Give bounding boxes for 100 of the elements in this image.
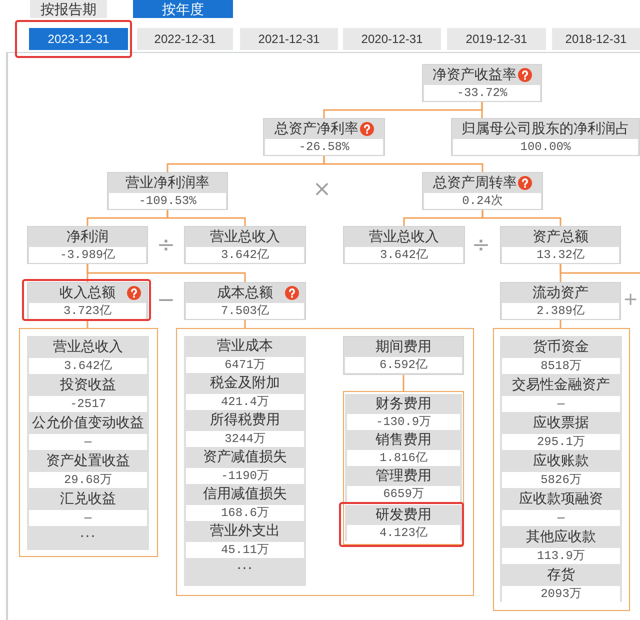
metric-value: 2.389亿 [502,303,619,319]
metric-label: 营业总收入 [369,228,439,247]
breakdown-panel [176,328,474,596]
metric-box [263,118,385,156]
metric-box [184,226,306,264]
metric-value: -33.72% [424,85,540,101]
metric-box [184,282,306,320]
metric-box [500,282,621,320]
item-label: 应收账款 [532,452,590,471]
item-value: -1190万 [186,468,304,484]
metric-label: 净资产收益率 [432,66,516,85]
operator-sign: − [156,289,176,313]
item-label: 资产处置收益 [45,452,131,471]
line-item [27,488,149,526]
item-label: 税金及附加 [209,374,281,393]
line-item [345,466,462,502]
connector-line [481,102,483,118]
tab: 按报告期 [30,0,107,18]
connector-line [86,264,246,282]
metric-value: -3.989亿 [29,247,146,263]
item-label: 研发费用 [374,506,432,525]
metric-value: 3.723亿 [29,303,146,319]
metric-label: 资产总额 [532,228,588,247]
line-item [27,336,149,374]
tab: 2021-12-31 [240,28,338,50]
connector-line [560,320,562,328]
line-item [184,373,306,410]
item-value: 3244万 [186,431,304,447]
metric-label: 流动资产 [532,284,588,303]
line-item [27,412,149,450]
line-item [500,564,622,602]
metric-value: 3.642亿 [186,247,304,263]
item-value: — [502,396,620,412]
item-value: 295.1万 [502,434,620,450]
connector-line [166,210,246,226]
metric-value: 100.00% [453,139,638,155]
line-item [500,336,622,374]
item-label: 投资收益 [59,376,117,395]
connector-line [323,156,484,172]
operator-sign: × [312,178,332,202]
item-value: 3.642亿 [29,358,147,374]
line-item [500,450,622,488]
line-item [184,447,306,484]
metric-label: 总资产周转率 [433,174,517,193]
item-label: 财务费用 [374,395,432,414]
breakdown-panel [343,391,464,545]
metric-box [451,118,640,156]
breakdown-panel [19,328,158,557]
metric-value: 6.592亿 [345,357,462,373]
item-label: 交易性金融资产 [511,376,611,395]
metric-box [107,172,228,210]
metric-label: 总资产净利率 [274,120,358,139]
item-label: 其他应收款 [525,528,597,547]
item-label: 营业成本 [216,337,274,356]
item-value: 421.4万 [186,394,304,410]
metric-label: 成本总额 [217,284,273,303]
item-label: 公允价值变动收益 [31,414,145,433]
item-label: 营业外支出 [209,522,281,541]
item-value: 8518万 [502,358,620,374]
connector-line [560,264,640,274]
metric-value: 0.24次 [424,193,541,209]
tab: 2020-12-31 [343,28,441,50]
line-item [184,521,306,558]
line-item [27,450,149,488]
item-value: 4.123亿 [347,525,460,541]
connector-line [402,375,404,391]
metric-value: -26.58% [265,139,383,155]
metric-value: 13.32亿 [502,247,619,263]
tab: 2022-12-31 [137,28,233,50]
metric-box [343,226,465,264]
metric-box [500,226,621,264]
tab: 2023-12-31 [29,28,128,50]
line-item [345,394,462,430]
item-label: 信用减值损失 [202,485,288,504]
operator-sign: ÷ [471,234,491,258]
item-value: 1.816亿 [347,450,460,466]
item-label: 应收票据 [532,414,590,433]
metric-label: 营业净利润率 [126,174,210,193]
metric-label: 营业总收入 [210,228,280,247]
item-label: 营业总收入 [52,338,124,357]
ellipsis-row: ··· [184,558,306,586]
item-label: 货币资金 [532,338,590,357]
item-value: 2093万 [502,586,620,602]
item-label: 存货 [546,566,576,585]
metric-value: 3.642亿 [345,247,463,263]
breakdown-panel [493,328,630,611]
item-value: -130.9万 [347,414,460,430]
metric-box [422,172,543,210]
line-item [500,374,622,412]
line-item [184,484,306,521]
item-value: — [502,510,620,526]
line-item [184,336,306,373]
item-value: 168.6万 [186,505,304,521]
line-item [500,488,622,526]
tab: 2019-12-31 [447,28,546,50]
item-label: 管理费用 [374,467,432,486]
tab: 按年度 [133,0,233,18]
item-value: 6471万 [186,357,304,373]
metric-label: 归属母公司股东的净利润占 [462,120,630,139]
item-label: 销售费用 [374,431,432,450]
